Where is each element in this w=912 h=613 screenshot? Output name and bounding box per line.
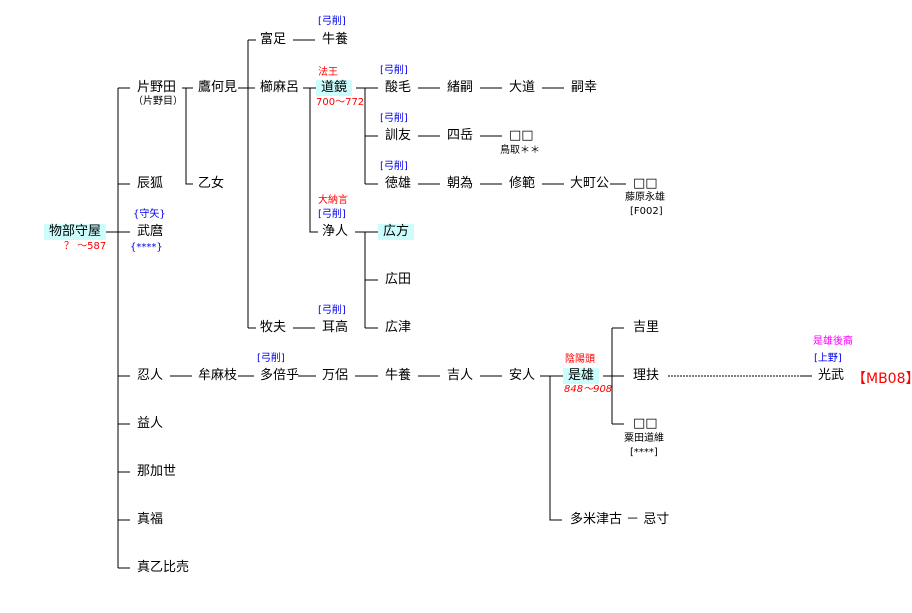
person-yasuhito: 安人: [509, 368, 536, 383]
person-daido: 大道: [509, 80, 536, 95]
clan-tag: [上野]: [814, 353, 842, 364]
person-kiyohito: 浄人: [322, 224, 349, 239]
person-tame: 多米津古 － 忌寸: [570, 512, 670, 527]
clan-tag: [弓削]: [318, 305, 346, 316]
person-asatame: 朝為: [447, 176, 474, 191]
person-shigaku: 四岳: [447, 128, 474, 143]
person-hirota: 広田: [385, 272, 412, 287]
person-ushikai: 牛養: [322, 32, 349, 47]
person-yoshisato: 吉里: [633, 320, 660, 335]
clan-tag: [弓削]: [318, 209, 346, 220]
person-oshihito: 忍人: [137, 368, 164, 383]
person-norio: 徳雄: [385, 176, 412, 191]
note-label: 鳥取＊＊: [500, 145, 540, 156]
person-mafuku: 真福: [137, 512, 164, 527]
person-shuhan: 修範: [509, 176, 536, 191]
person-tomitari: 富足: [260, 32, 287, 47]
person-makio: 牧夫: [260, 320, 287, 335]
title-label: 大納言: [318, 195, 348, 206]
person-mimitaka: 耳高: [322, 320, 349, 335]
person-kushimaro: 櫛麻呂: [260, 80, 300, 95]
lifespan-label: 848～908: [564, 384, 613, 395]
person-hirotsu: 広津: [385, 320, 412, 335]
clan-tag: [弓削]: [318, 16, 346, 27]
person-maotohime: 真乙比売: [137, 560, 190, 575]
person-kunitomo: 訓友: [385, 128, 412, 143]
person-otome: 乙女: [198, 176, 225, 191]
person-tatsuko: 辰狐: [137, 176, 164, 191]
person-unknown: □□: [633, 416, 658, 431]
person-risuke: 理扶: [633, 368, 660, 383]
person-mononobe-moriya: 物部守屋: [44, 224, 107, 240]
note-label: 粟田道維: [624, 433, 664, 444]
person-takanomi: 鷹何見: [198, 80, 238, 95]
person-muta: 牟麻枝: [198, 368, 238, 383]
person-masuhito: 益人: [137, 416, 164, 431]
alias-label: {守矢}: [133, 209, 166, 220]
person-unknown: □□: [509, 128, 534, 143]
person-dokyo: 道鏡: [316, 80, 353, 96]
person-maro: 万侶: [322, 368, 349, 383]
person-unknown: □□: [633, 176, 658, 191]
reference-code-link[interactable]: 【MB08】: [852, 371, 912, 387]
title-label: 法王: [318, 67, 338, 78]
person-ushikai-2: 牛養: [385, 368, 412, 383]
clan-tag: [弓削]: [380, 113, 408, 124]
person-sakemo: 酸毛: [385, 80, 412, 95]
alt-name-label: （片野目）: [133, 96, 183, 107]
code-label: {****}: [130, 242, 163, 253]
clan-tag: [弓削]: [257, 353, 285, 364]
lifespan-label: 700～772: [316, 97, 365, 108]
code-label: [****]: [630, 447, 658, 458]
person-yoshihito: 吉人: [447, 368, 474, 383]
person-koreo: 是雄: [563, 368, 600, 384]
descendant-note: 是雄後裔: [813, 336, 853, 347]
person-nakase: 那加世: [137, 464, 177, 479]
title-label: 陰陽頭: [565, 354, 595, 365]
person-otsugu: 緒嗣: [447, 80, 474, 95]
person-katanoda: 片野田: [137, 80, 177, 95]
person-mitsutake: 光武: [818, 368, 845, 383]
person-tabeko: 多倍乎: [260, 368, 300, 383]
person-omachi: 大町公: [570, 176, 610, 191]
lifespan-label: ？ ～587: [64, 241, 107, 252]
clan-tag: [弓削]: [380, 65, 408, 76]
code-label: [F002]: [630, 206, 663, 217]
note-label: 藤原永雄: [625, 192, 665, 203]
person-takemaro: 武麿: [137, 224, 164, 239]
person-hirokata: 広方: [378, 224, 415, 240]
person-tsuguyuki: 嗣幸: [571, 80, 598, 95]
clan-tag: [弓削]: [380, 161, 408, 172]
